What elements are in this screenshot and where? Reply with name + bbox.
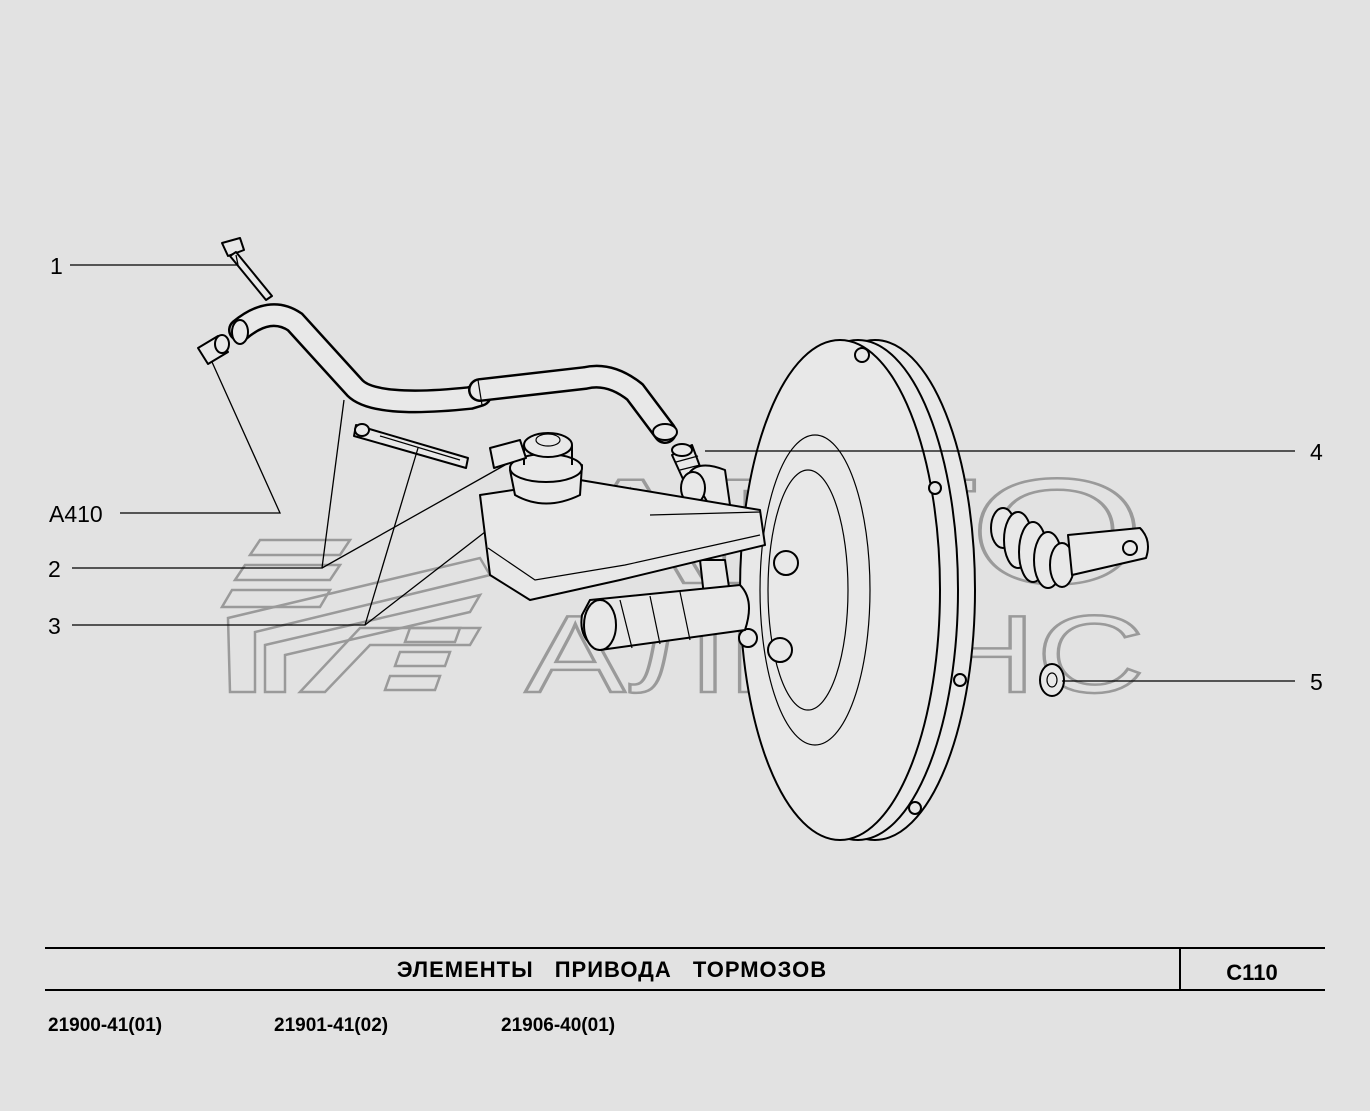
leader-a410 (120, 361, 282, 514)
washer (1039, 663, 1065, 697)
title-block: ЭЛЕМЕНТЫ ПРИВОДА ТОРМОЗОВ C110 21900-41(… (45, 947, 1325, 1036)
variant-code-3: 21906-40(01) (501, 1015, 615, 1036)
leader-2-reservoir (321, 464, 506, 569)
master-cylinder (580, 584, 750, 651)
variant-code-1: 21900-41(01) (48, 1015, 162, 1036)
leader-3-reservoir (364, 531, 486, 626)
callout-2: 2 (48, 556, 61, 582)
vacuum-booster (739, 339, 976, 841)
hose-connector (197, 334, 230, 365)
page-code: C110 (1226, 960, 1277, 985)
page-title: ЭЛЕМЕНТЫ ПРИВОДА ТОРМОЗОВ (397, 957, 827, 982)
callout-3: 3 (48, 613, 61, 639)
watermark-logo-stripes (219, 538, 492, 694)
hose-clamp (221, 237, 273, 301)
callout-1: 1 (50, 253, 63, 279)
variant-code-2: 21901-41(02) (274, 1015, 388, 1036)
fluid-reservoir (479, 432, 766, 601)
callout-a410: A410 (49, 501, 103, 527)
leader-2 (72, 399, 345, 569)
leader-3 (72, 447, 419, 626)
reservoir-hose (228, 303, 678, 444)
pushrod-boot (990, 507, 1149, 589)
tie-strap (353, 423, 469, 469)
callout-5: 5 (1310, 669, 1323, 695)
callout-4: 4 (1310, 439, 1323, 465)
leader-1-diag (235, 254, 239, 266)
leader-lines (70, 254, 1295, 682)
callout-labels: 1 A410 2 3 4 5 (48, 253, 1323, 695)
